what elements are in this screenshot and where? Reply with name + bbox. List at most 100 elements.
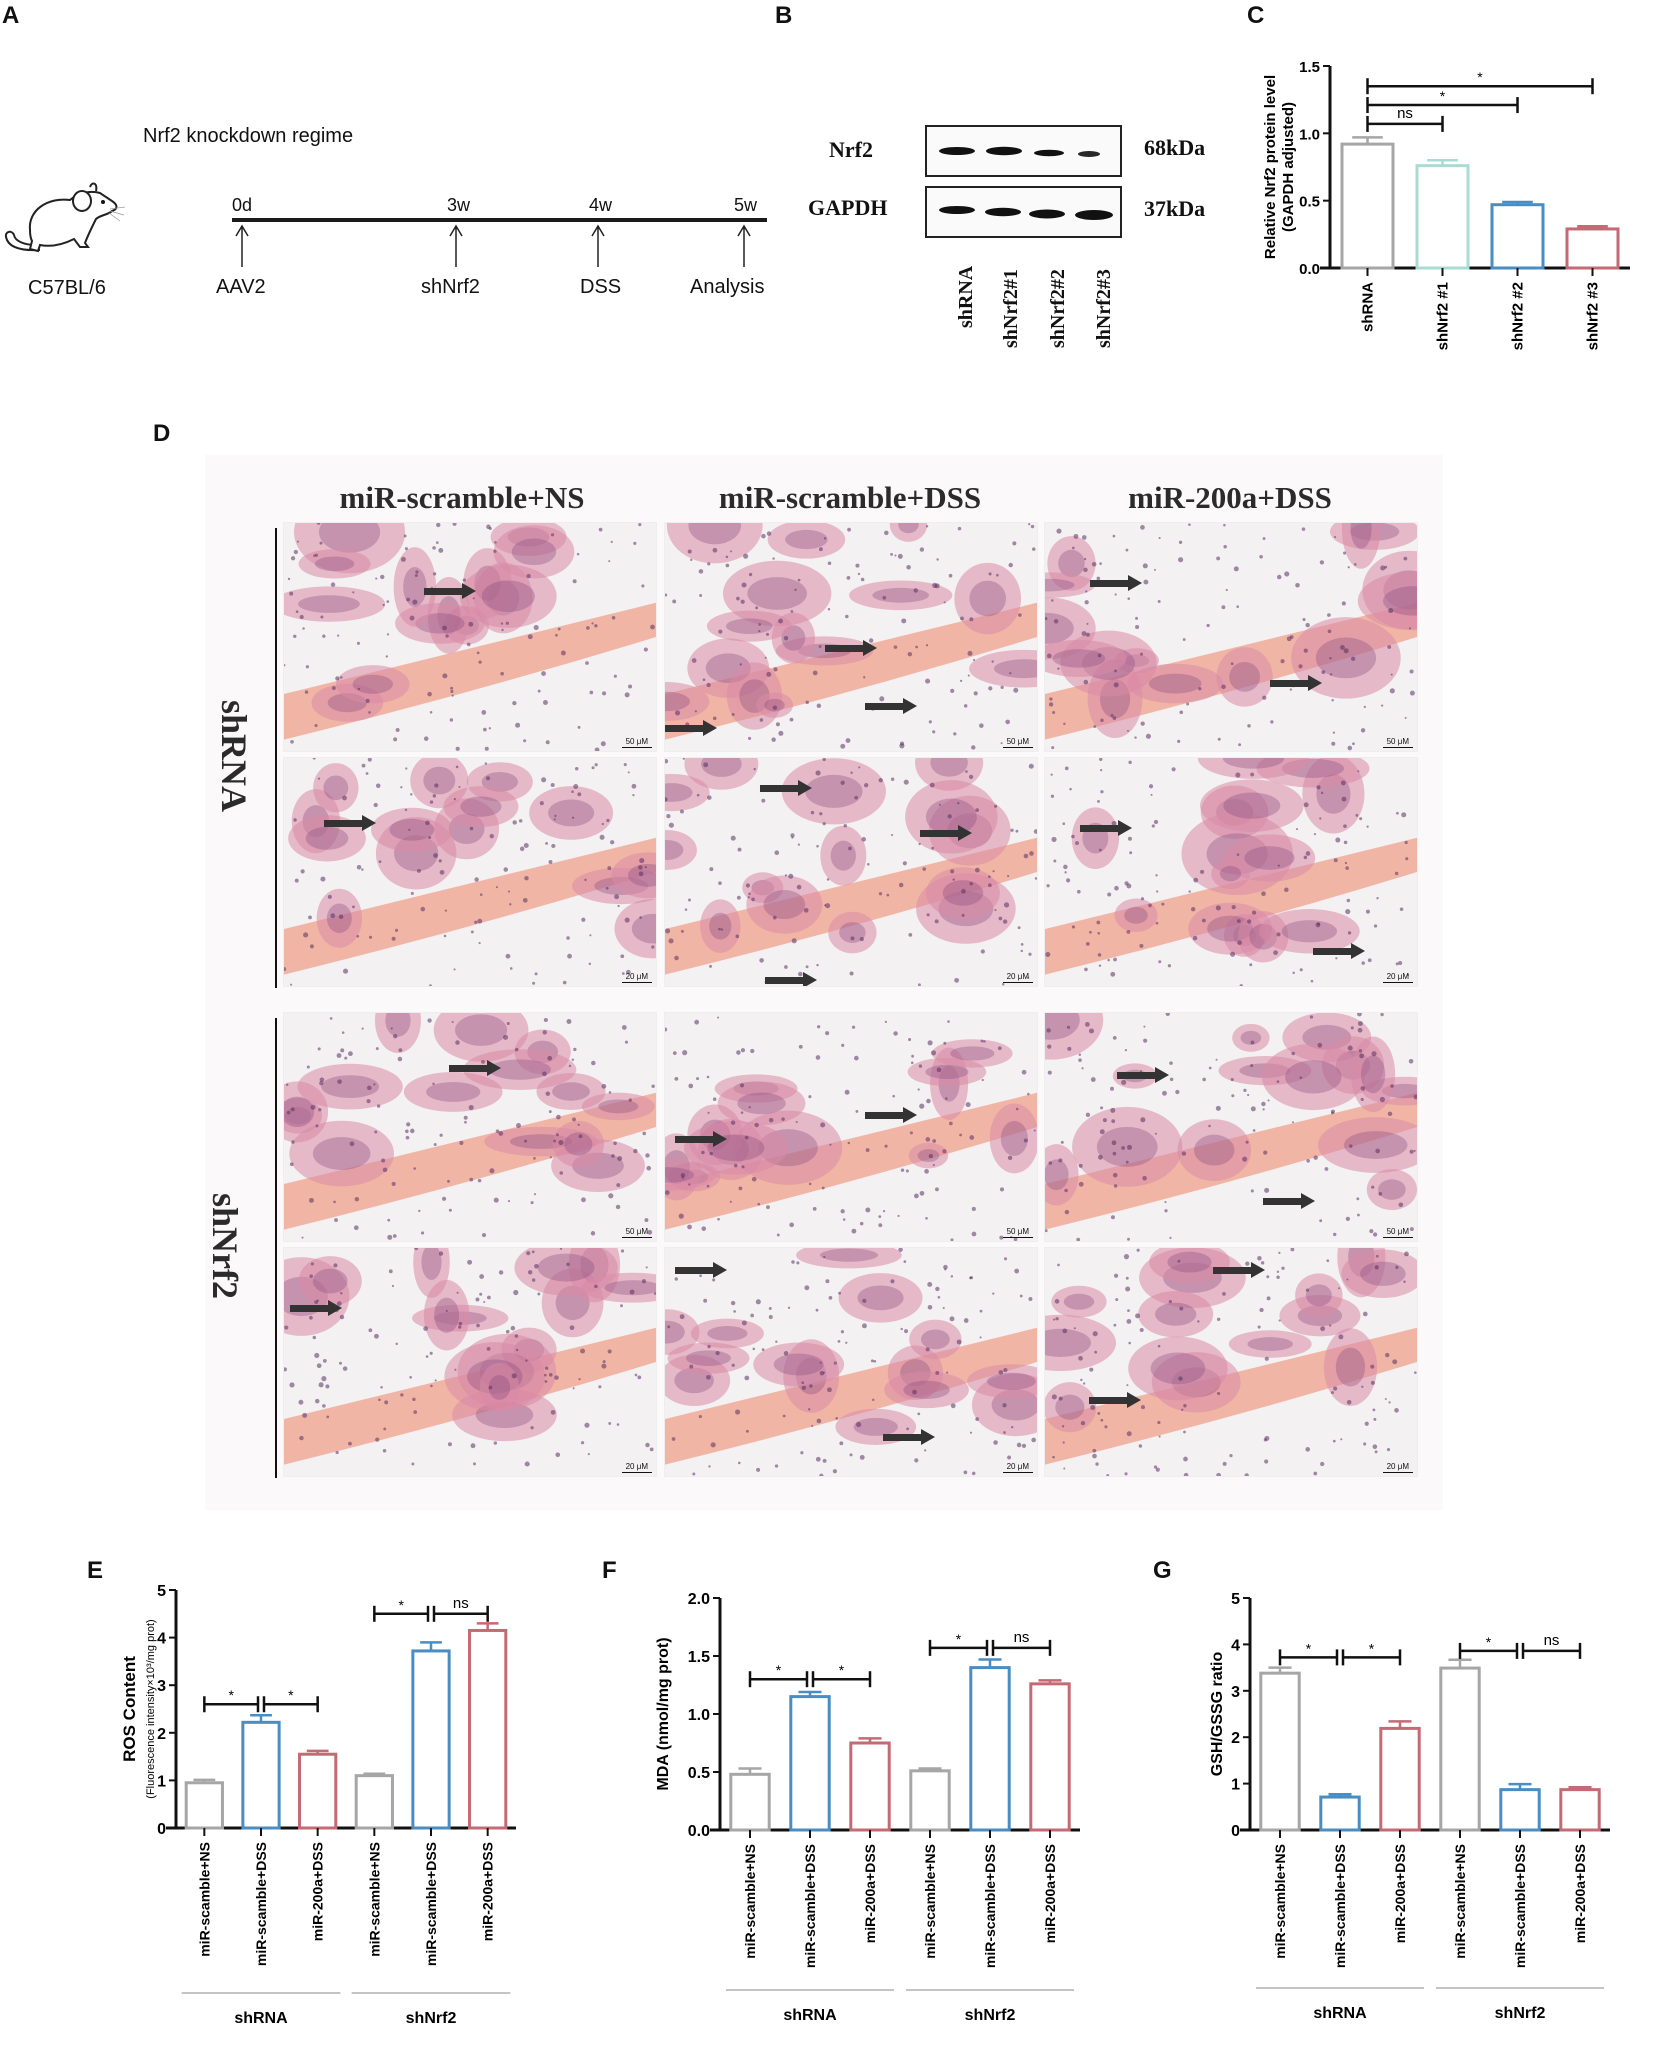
blot-label-nrf2: Nrf2	[829, 137, 873, 162]
svg-text:(Fluorescence intensity×10³/mg: (Fluorescence intensity×10³/mg prot)	[145, 1619, 157, 1798]
arrow-icon	[1090, 575, 1142, 591]
histology-image: 20 μM	[283, 757, 657, 987]
arrow-icon	[675, 1131, 727, 1147]
scale-bar: 20 μM	[1382, 1462, 1413, 1473]
arrow-icon	[1313, 943, 1365, 959]
svg-text:miR-200a+DSS: miR-200a+DSS	[1042, 1844, 1058, 1943]
timeline-arrows-icon	[235, 224, 751, 267]
blot-lane-labels: shRNA shNrf2#1 shNrf2#2 shNrf2#3	[925, 248, 1125, 358]
svg-text:3: 3	[1231, 1684, 1240, 1701]
lane-label: shNrf2#2	[1047, 269, 1069, 348]
svg-text:GSH/GSSG ratio: GSH/GSSG ratio	[1209, 1652, 1226, 1777]
panel-label-g: G	[1153, 1557, 1172, 1584]
histology-image: 50 μM	[283, 522, 657, 752]
svg-text:ns: ns	[1544, 1632, 1560, 1649]
timeline-point-3w: 3w	[447, 195, 470, 216]
svg-text:0.0: 0.0	[688, 1823, 710, 1840]
arrow-icon	[1080, 820, 1132, 836]
arrow-icon	[675, 1262, 727, 1278]
mouse-strain-label: C57BL/6	[28, 277, 106, 299]
svg-text:miR-scamble+NS: miR-scamble+NS	[922, 1844, 938, 1959]
scale-bar: 50 μM	[621, 1227, 652, 1238]
scale-bar: 50 μM	[1382, 1227, 1413, 1238]
svg-text:*: *	[1369, 1640, 1375, 1656]
scale-bar: 50 μM	[1002, 737, 1033, 748]
scale-bar: 20 μM	[1002, 1462, 1033, 1473]
arrow-icon	[424, 583, 476, 599]
scale-bar: 50 μM	[1382, 737, 1413, 748]
timeline-time: 4w	[589, 195, 613, 215]
svg-text:*: *	[776, 1662, 782, 1678]
svg-text:1: 1	[157, 1773, 166, 1790]
svg-text:Relative Nrf2 protein level: Relative Nrf2 protein level	[1262, 75, 1279, 259]
timeline-event: AAV2	[216, 276, 266, 298]
svg-text:3: 3	[157, 1678, 166, 1695]
panel-label-f: F	[602, 1557, 617, 1584]
histology-image: 20 μM	[283, 1247, 657, 1477]
svg-text:(GAPDH adjusted): (GAPDH adjusted)	[1280, 102, 1297, 232]
svg-text:*: *	[1477, 69, 1483, 85]
row-bracket-shnrf2	[275, 1018, 277, 1478]
svg-text:shNrf2 #2: shNrf2 #2	[1510, 282, 1527, 350]
svg-text:miR-200a+DSS: miR-200a+DSS	[862, 1844, 878, 1943]
regime-title: Nrf2 knockdown regime	[143, 125, 354, 147]
svg-text:shNrf2: shNrf2	[965, 2007, 1016, 2024]
svg-text:shNrf2: shNrf2	[406, 2010, 457, 2027]
arrow-icon	[1117, 1067, 1169, 1083]
scale-bar: 20 μM	[1382, 972, 1413, 983]
svg-text:miR-scamble+DSS: miR-scamble+DSS	[802, 1844, 818, 1968]
svg-text:shRNA: shRNA	[1360, 282, 1377, 332]
blot-size-68: 68kDa	[1144, 135, 1206, 160]
svg-text:0.5: 0.5	[1299, 194, 1320, 211]
svg-text:miR-scamble+DSS: miR-scamble+DSS	[253, 1842, 269, 1966]
svg-text:miR-scamble+NS: miR-scamble+NS	[1452, 1844, 1468, 1959]
scale-bar: 20 μM	[621, 1462, 652, 1473]
arrow-icon	[449, 1060, 501, 1076]
svg-text:miR-scamble+DSS: miR-scamble+DSS	[982, 1844, 998, 1968]
svg-text:*: *	[956, 1631, 962, 1647]
column-header: miR-scramble+NS	[339, 480, 585, 515]
svg-text:*: *	[839, 1662, 845, 1678]
histology-image: 50 μM	[1044, 1012, 1418, 1242]
timeline-bar	[232, 218, 767, 222]
mouse-illustration-icon	[4, 182, 125, 253]
svg-text:2: 2	[1231, 1730, 1240, 1747]
svg-text:miR-scamble+DSS: miR-scamble+DSS	[1332, 1844, 1348, 1968]
column-header: miR-scramble+DSS	[718, 480, 982, 515]
svg-text:5: 5	[1231, 1591, 1240, 1608]
svg-text:ns: ns	[1397, 105, 1413, 122]
svg-text:MDA (nmol/mg prot): MDA (nmol/mg prot)	[655, 1637, 672, 1790]
svg-text:0: 0	[157, 1821, 166, 1838]
arrow-icon	[765, 972, 817, 986]
svg-text:0: 0	[1231, 1823, 1240, 1840]
arrow-icon	[825, 640, 877, 656]
scale-bar: 50 μM	[1002, 1227, 1033, 1238]
svg-text:miR-scamble+NS: miR-scamble+NS	[742, 1844, 758, 1959]
svg-text:ns: ns	[453, 1595, 469, 1612]
arrow-icon	[1089, 1392, 1141, 1408]
svg-text:shNrf2 #1: shNrf2 #1	[1435, 282, 1452, 350]
svg-text:*: *	[1306, 1640, 1312, 1656]
histology-image: 20 μM	[664, 1247, 1038, 1477]
svg-text:miR-200a+DSS: miR-200a+DSS	[480, 1842, 496, 1941]
panel-label-b: B	[775, 2, 793, 29]
svg-text:1.5: 1.5	[1299, 59, 1320, 76]
timeline-event: Analysis	[690, 276, 765, 298]
histology-image: 20 μM	[1044, 1247, 1418, 1477]
svg-text:1.5: 1.5	[688, 1649, 710, 1666]
timeline-time: 0d	[232, 195, 253, 215]
scale-bar: 20 μM	[621, 972, 652, 983]
timeline-event: DSS	[580, 276, 622, 298]
panel-label-a: A	[2, 2, 20, 29]
svg-text:2.0: 2.0	[688, 1591, 710, 1608]
svg-text:shRNA: shRNA	[1313, 2005, 1367, 2022]
svg-text:miR-200a+DSS: miR-200a+DSS	[1572, 1844, 1588, 1943]
western-blot-gapdh	[925, 186, 1122, 238]
arrow-icon	[324, 815, 376, 831]
